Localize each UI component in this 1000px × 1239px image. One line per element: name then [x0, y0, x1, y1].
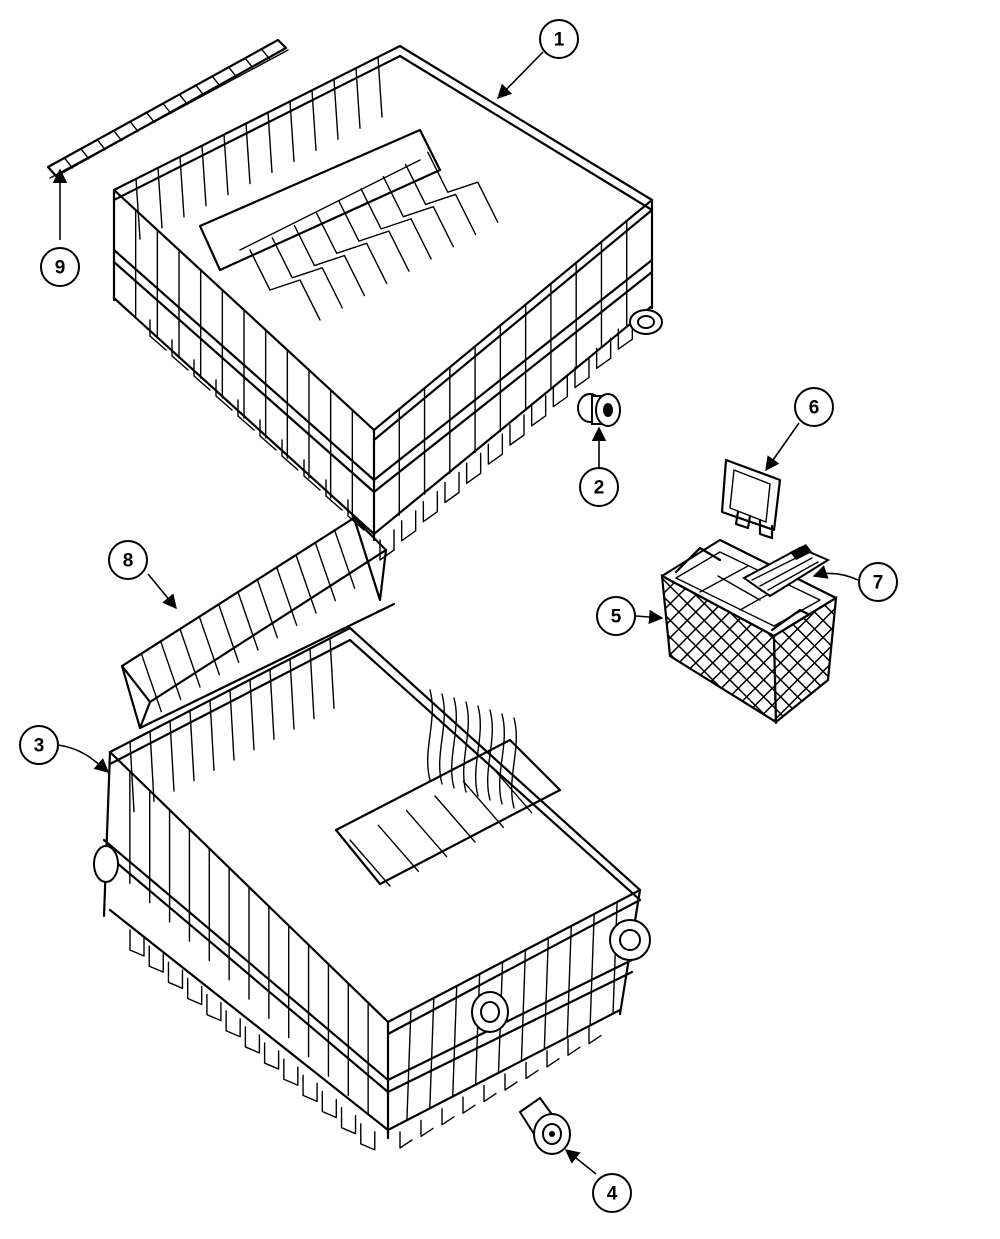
lower-rack [93, 626, 651, 1151]
callout-3-label: 3 [34, 736, 45, 757]
upper-rack-roller-mounted [629, 309, 663, 335]
callout-7: 7 [858, 562, 898, 602]
callout-5: 5 [596, 596, 636, 636]
cup-shelf-strip [46, 38, 289, 179]
upper-rack-roller [577, 393, 621, 427]
lower-rack-roller-mounted-right [609, 919, 651, 961]
fold-down-shelf [120, 516, 396, 730]
callout-2: 2 [579, 467, 619, 507]
upper-rack [112, 44, 663, 561]
lower-rack-roller [518, 1096, 571, 1155]
callout-1-label: 1 [554, 30, 565, 51]
callout-5-label: 5 [611, 607, 622, 628]
silverware-basket [660, 538, 838, 725]
basket-divider [720, 458, 782, 540]
callout-8-label: 8 [123, 551, 134, 572]
callout-8: 8 [108, 540, 148, 580]
callout-7-label: 7 [873, 573, 884, 594]
callout-4: 4 [592, 1173, 632, 1213]
lower-rack-roller-mounted-left [93, 845, 119, 883]
callout-6-label: 6 [809, 398, 820, 419]
callout-4-label: 4 [607, 1184, 618, 1205]
callout-3: 3 [19, 725, 59, 765]
callout-2-label: 2 [594, 478, 605, 499]
lower-rack-roller-mounted-front [471, 991, 509, 1033]
callout-1: 1 [539, 19, 579, 59]
callout-9-label: 9 [55, 258, 66, 279]
basket-lid [742, 544, 831, 598]
leader-lines [52, 51, 859, 1175]
callout-6: 6 [794, 387, 834, 427]
callout-9: 9 [40, 247, 80, 287]
